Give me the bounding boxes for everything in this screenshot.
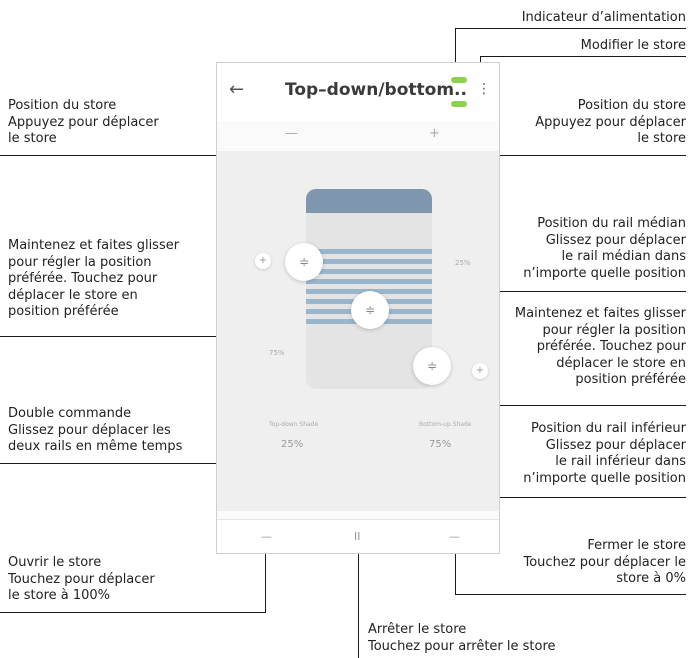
shade-down-position-button[interactable]: + — [429, 126, 440, 141]
annotation-line: Maintenez et faites glisser — [8, 238, 180, 253]
shade-slat — [306, 279, 432, 284]
annotation-line: le store — [8, 131, 57, 146]
leader-line — [480, 405, 686, 406]
annotation-power-indicator: Indicateur d’alimentation — [522, 10, 686, 27]
annotation-line: déplacer le store en — [8, 287, 138, 303]
leader-line — [455, 594, 686, 595]
annotation-line: deux rails en même temps — [8, 439, 183, 454]
annotation-line: pour régler la position — [542, 322, 686, 338]
leader-line — [432, 497, 686, 498]
battery-icon — [451, 101, 467, 107]
annotation-line: Indicateur d’alimentation — [521, 10, 686, 25]
annotation-dual-control: Double commande Glissez pour déplacer le… — [8, 406, 182, 456]
annotation-edit-shade: Modifier le store — [581, 38, 686, 55]
bottom-up-percent: 75% — [429, 439, 452, 450]
leader-line — [455, 28, 686, 29]
annotation-line: préférée. Touchez pour — [536, 339, 686, 354]
annotation-line: Appuyez pour déplacer — [8, 114, 159, 130]
annotation-line: position préférée — [575, 372, 686, 387]
annotation-line: préférée. Touchez pour — [8, 271, 158, 286]
annotation-line: le store — [637, 131, 686, 146]
annotation-line: déplacer le store en — [556, 355, 686, 371]
page-title: Top–down/bottom.. — [285, 80, 467, 100]
annotation-line: Position du rail inférieur — [530, 421, 686, 436]
app-screen: ← Top–down/bottom.. ⋮ — + ≑ ≑ ≑ + + 25% … — [216, 62, 500, 554]
bottom-control-bar: — II — — [217, 519, 499, 553]
annotation-line: Position du rail médian — [537, 216, 686, 231]
bottom-rail-handle[interactable]: ≑ — [413, 347, 451, 385]
open-shade-button[interactable]: — — [261, 530, 272, 543]
leader-line — [0, 155, 290, 156]
annotation-line: Arrêter le store — [368, 622, 467, 637]
dual-control-handle[interactable]: ≑ — [351, 291, 389, 329]
annotation-open-shade: Ouvrir le store Touchez pour déplacer le… — [8, 555, 155, 605]
annotation-line: Modifier le store — [580, 38, 686, 53]
annotation-line: Touchez pour arrêter le store — [368, 638, 556, 654]
annotation-stop-shade: Arrêter le store Touchez pour arrêter le… — [368, 622, 556, 655]
shade-slat — [306, 269, 432, 274]
annotation-line: le store à 100% — [8, 588, 111, 603]
annotation-line: Fermer le store — [587, 538, 686, 553]
annotation-line: le rail inférieur dans — [555, 454, 686, 469]
annotation-line: Position du store — [8, 98, 117, 113]
leader-line — [358, 546, 359, 658]
leader-line — [455, 28, 456, 74]
annotation-line: Maintenez et faites glisser — [514, 306, 686, 321]
annotation-line: Appuyez pour déplacer — [535, 114, 686, 130]
shade-control-area: ≑ ≑ ≑ + + 25% 75% Top-down Shade 25% Bot… — [217, 151, 499, 511]
top-down-label: Top-down Shade — [269, 421, 319, 428]
annotation-middle-rail: Position du rail médian Glissez pour dép… — [523, 216, 686, 282]
leader-line — [265, 546, 266, 613]
annotation-line: Touchez pour déplacer le — [523, 554, 687, 570]
top-down-percent: 25% — [281, 439, 304, 450]
shade-slat — [306, 249, 432, 254]
annotation-hold-left: Maintenez et faites glisser pour régler … — [8, 238, 179, 321]
shade-slat — [306, 259, 432, 264]
leader-line — [0, 463, 370, 464]
annotation-position-left: Position du store Appuyez pour déplacer … — [8, 98, 159, 148]
leader-line — [0, 336, 262, 337]
annotation-line: Double commande — [8, 406, 132, 421]
middle-rail-handle[interactable]: ≑ — [285, 243, 323, 281]
annotation-line: Glissez pour déplacer — [545, 437, 686, 453]
rail-percent-left: 75% — [269, 349, 285, 357]
annotation-line: le rail médian dans — [561, 249, 686, 264]
annotation-line: Glissez pour déplacer — [545, 232, 686, 248]
annotation-line: Glissez pour déplacer les — [8, 422, 171, 438]
annotation-hold-right: Maintenez et faites glisser pour régler … — [515, 306, 686, 389]
annotation-line: pour régler la position — [8, 254, 152, 270]
shade-up-position-button[interactable]: — — [285, 126, 298, 141]
annotation-line: Ouvrir le store — [8, 555, 102, 570]
app-bar: ← Top–down/bottom.. ⋮ — [217, 63, 499, 121]
annotation-line: position préférée — [8, 304, 119, 319]
close-shade-button[interactable]: — — [449, 530, 460, 543]
annotation-line: n’importe quelle position — [523, 470, 686, 486]
leader-line — [0, 612, 265, 613]
back-arrow-icon[interactable]: ← — [229, 79, 245, 100]
annotation-close-shade: Fermer le store Touchez pour déplacer le… — [524, 538, 687, 588]
bottom-up-label: Bottom-up Shade — [419, 421, 472, 428]
annotation-bottom-rail: Position du rail inférieur Glissez pour … — [523, 421, 686, 487]
shade-header-rail — [306, 189, 432, 213]
stop-shade-button[interactable]: II — [354, 530, 361, 543]
annotation-position-right: Position du store Appuyez pour déplacer … — [535, 98, 686, 148]
annotation-line: Touchez pour déplacer — [8, 571, 155, 587]
leader-line — [455, 546, 456, 595]
leader-line — [480, 56, 686, 57]
annotation-line: Position du store — [577, 98, 686, 113]
preferred-position-right-button[interactable]: + — [472, 363, 488, 379]
preferred-position-left-button[interactable]: + — [255, 253, 271, 269]
battery-icon — [451, 77, 467, 83]
rail-percent-right: 25% — [455, 259, 471, 267]
annotation-line: n’importe quelle position — [523, 265, 686, 281]
more-options-icon[interactable]: ⋮ — [477, 81, 491, 97]
leader-line — [433, 155, 686, 156]
annotation-line: store à 0% — [616, 571, 686, 586]
